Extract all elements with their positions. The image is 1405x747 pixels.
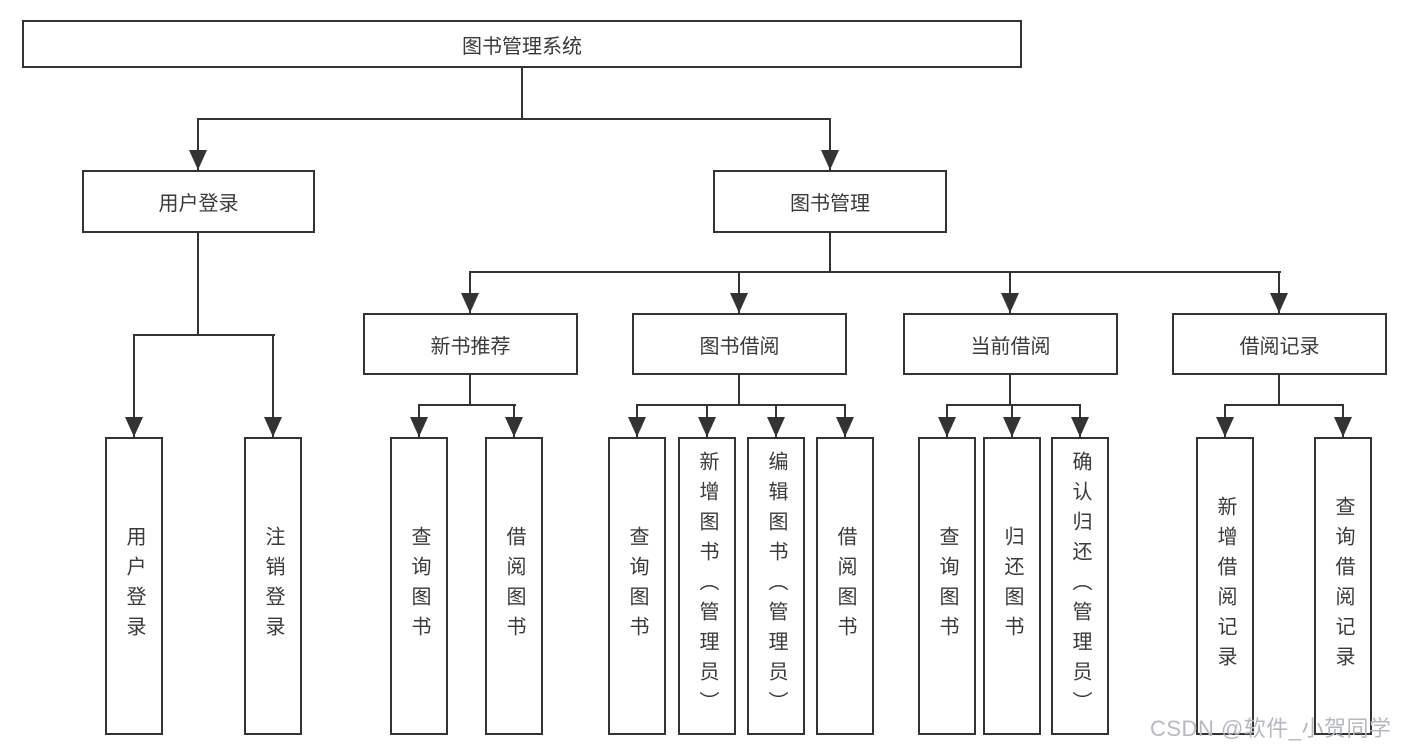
- node-new-book-recommendation: 新书推荐: [363, 313, 578, 375]
- node-label: 借阅图书: [503, 526, 525, 646]
- connector-borrow-records-bar: [1224, 404, 1344, 406]
- arrow-down-icon: [1001, 293, 1019, 313]
- arrow-down-icon: [125, 417, 143, 437]
- arrow-down-icon: [461, 293, 479, 313]
- connector-drop-logout-leaf: [272, 334, 274, 437]
- node-book-management-branch: 图书管理: [713, 170, 947, 233]
- node-leaf-user-login: 用户登录: [105, 437, 163, 735]
- node-label: 图书管理: [790, 193, 870, 215]
- connector-current-borrow-bar: [946, 404, 1081, 406]
- node-label: 归还图书: [1001, 526, 1023, 646]
- connector-level2-bar: [197, 118, 831, 120]
- node-book-borrowing: 图书借阅: [632, 313, 847, 375]
- node-leaf-add-books-admin: 新增图书（管理员）: [678, 437, 736, 735]
- node-book-management-system: 图书管理系统: [22, 20, 1022, 68]
- node-leaf-add-borrow-record: 新增借阅记录: [1196, 437, 1254, 735]
- node-leaf-logout: 注销登录: [244, 437, 302, 735]
- node-current-borrowing: 当前借阅: [903, 313, 1118, 375]
- arrow-down-icon: [1071, 417, 1089, 437]
- node-leaf-borrow-books-recommend: 借阅图书: [485, 437, 543, 735]
- node-leaf-query-books-borrow: 查询图书: [608, 437, 666, 735]
- node-leaf-query-borrow-record: 查询借阅记录: [1314, 437, 1372, 735]
- connector-book-management-down: [829, 233, 831, 273]
- connector-book-borrow-bar: [636, 404, 846, 406]
- connector-drop-borrow-records: [1278, 271, 1280, 313]
- node-label: 查询图书: [626, 526, 648, 646]
- connector-level3-bar: [469, 271, 1281, 273]
- arrow-down-icon: [1334, 417, 1352, 437]
- arrow-down-icon: [410, 417, 428, 437]
- node-label: 借阅记录: [1239, 335, 1320, 358]
- arrow-down-icon: [1270, 293, 1288, 313]
- node-label: 编辑图书（管理员）: [765, 451, 787, 721]
- node-borrowing-records: 借阅记录: [1172, 313, 1387, 375]
- node-label: 用户登录: [158, 193, 239, 215]
- node-leaf-query-books-recommend: 查询图书: [390, 437, 448, 735]
- node-label: 图书管理系统: [462, 35, 582, 58]
- connector-drop-new-book: [469, 271, 471, 313]
- node-label: 查询图书: [408, 526, 430, 646]
- connector-drop-user-login: [197, 118, 199, 170]
- connector-drop-book-management: [829, 118, 831, 170]
- csdn-watermark: CSDN @软件_小贺同学: [1150, 716, 1392, 741]
- arrow-down-icon: [628, 417, 646, 437]
- arrow-down-icon: [730, 293, 748, 313]
- connector-drop-current-borrow: [1009, 271, 1011, 313]
- arrow-down-icon: [189, 150, 207, 170]
- node-user-login-branch: 用户登录: [82, 170, 315, 233]
- connector-book-borrow-down: [738, 375, 740, 406]
- arrow-down-icon: [698, 417, 716, 437]
- node-label: 新书推荐: [430, 335, 511, 358]
- arrow-down-icon: [264, 417, 282, 437]
- node-leaf-return-books: 归还图书: [983, 437, 1041, 735]
- connector-root-down: [521, 68, 523, 120]
- arrow-down-icon: [1216, 417, 1234, 437]
- node-leaf-edit-books-admin: 编辑图书（管理员）: [747, 437, 805, 735]
- arrow-down-icon: [1003, 417, 1021, 437]
- connector-new-book-down: [469, 375, 471, 406]
- node-label: 借阅图书: [834, 526, 856, 646]
- node-label: 用户登录: [123, 526, 145, 646]
- node-leaf-confirm-return-admin: 确认归还（管理员）: [1051, 437, 1109, 735]
- connector-borrow-records-down: [1278, 375, 1280, 406]
- node-label: 图书借阅: [699, 335, 780, 358]
- node-label: 新增借阅记录: [1214, 496, 1236, 676]
- arrow-down-icon: [938, 417, 956, 437]
- connector-drop-book-borrow: [738, 271, 740, 313]
- node-label: 查询借阅记录: [1332, 496, 1354, 676]
- connector-current-borrow-down: [1009, 375, 1011, 406]
- arrow-down-icon: [821, 150, 839, 170]
- node-label: 查询图书: [936, 526, 958, 646]
- node-leaf-borrow-books: 借阅图书: [816, 437, 874, 735]
- node-label: 当前借阅: [970, 335, 1051, 358]
- node-label: 注销登录: [262, 526, 284, 646]
- arrow-down-icon: [505, 417, 523, 437]
- connector-new-book-bar: [418, 404, 516, 406]
- connector-drop-user-login-leaf: [133, 334, 135, 437]
- arrow-down-icon: [767, 417, 785, 437]
- node-label: 新增图书（管理员）: [696, 451, 718, 721]
- connector-user-login-down: [197, 233, 199, 336]
- connector-user-login-bar: [133, 334, 275, 336]
- node-label: 确认归还（管理员）: [1069, 451, 1091, 721]
- arrow-down-icon: [836, 417, 854, 437]
- node-leaf-query-books-current: 查询图书: [918, 437, 976, 735]
